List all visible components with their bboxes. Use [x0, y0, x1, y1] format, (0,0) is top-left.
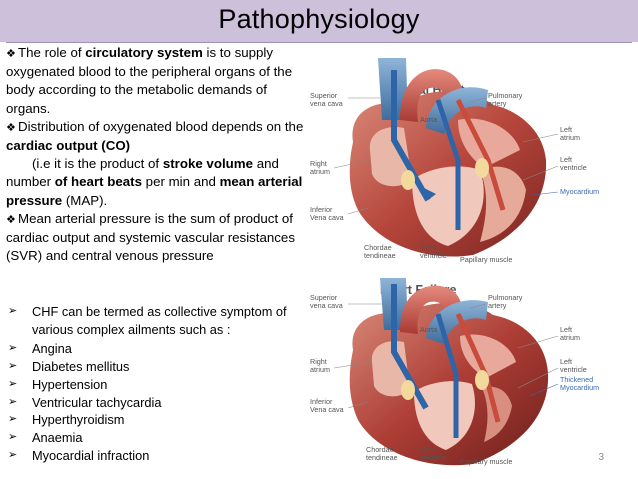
right-atrium-chamber	[371, 340, 410, 397]
ventricle-chamber	[412, 166, 484, 246]
arrow-bullet-icon: ➢	[8, 341, 18, 354]
valve	[475, 370, 489, 390]
title-bar	[0, 0, 638, 42]
body-text: ❖The role of circulatory system is to su…	[6, 44, 306, 265]
list-item: ➢Diabetes mellitus	[8, 358, 130, 374]
arrow-bullet-icon: ➢	[8, 449, 18, 462]
arrow-bullet-icon: ➢	[8, 377, 18, 390]
diamond-bullet-icon: ❖	[6, 121, 16, 134]
valve	[401, 380, 415, 400]
blood-flow-arrow	[391, 70, 431, 202]
blood-flow-arrow	[391, 284, 429, 410]
paragraph-circulatory: ❖The role of circulatory system is to su…	[6, 45, 293, 116]
valve	[475, 158, 489, 178]
paragraph-map: ❖Mean arterial pressure is the sum of pr…	[6, 210, 295, 264]
blood-flow-arrow	[435, 99, 461, 230]
label-papillary-muscle: Papillary muscle	[460, 255, 512, 264]
list-item: ➢Angina	[8, 340, 72, 356]
list-item: ➢Myocardial infraction	[8, 448, 150, 464]
list-item: ➢Hyperthyroidism	[8, 412, 125, 428]
list-item: ➢Hypertension	[8, 376, 108, 392]
label-aorta: Aorta	[420, 115, 437, 124]
arrow-bullet-icon: ➢	[8, 431, 18, 444]
paragraph-distribution: ❖Distribution of oxygenated blood depend…	[6, 118, 304, 154]
right-atrium-chamber	[369, 126, 412, 187]
blood-flow-arrow	[455, 98, 506, 211]
page-number: 3	[598, 452, 604, 463]
ventricle-chamber	[414, 381, 475, 450]
arrow-bullet-icon: ➢	[8, 305, 18, 317]
list-item: ➢Ventricular tachycardia	[8, 394, 162, 410]
arrow-bullet-icon: ➢	[8, 395, 18, 408]
diamond-bullet-icon: ❖	[6, 213, 16, 226]
diamond-bullet-icon: ❖	[6, 48, 16, 60]
label-aorta: Aorta	[420, 325, 437, 334]
slide-title: Pathophysiology	[218, 4, 420, 34]
title-divider	[6, 42, 632, 43]
arrow-bullet-icon: ➢	[8, 413, 18, 426]
list-item-intro: ➢CHF can be termed as collective symptom…	[8, 304, 287, 337]
arrow-bullet-icon: ➢	[8, 359, 18, 372]
label-papillary-muscle: Papillary muscle	[460, 457, 512, 466]
arrowhead	[424, 188, 436, 200]
valve	[401, 170, 415, 190]
paragraph-cardiac-output: (i.e it is the product of stroke volume …	[6, 156, 303, 208]
aorta-vessel	[400, 285, 463, 334]
list-item: ➢Anaemia	[8, 430, 83, 446]
ailment-list: ➢CHF can be termed as collective symptom…	[6, 303, 306, 465]
label-myocardium: Myocardium	[560, 187, 599, 196]
blood-flow-arrow	[435, 313, 459, 438]
pulmonary-artery-vessel	[426, 87, 488, 134]
